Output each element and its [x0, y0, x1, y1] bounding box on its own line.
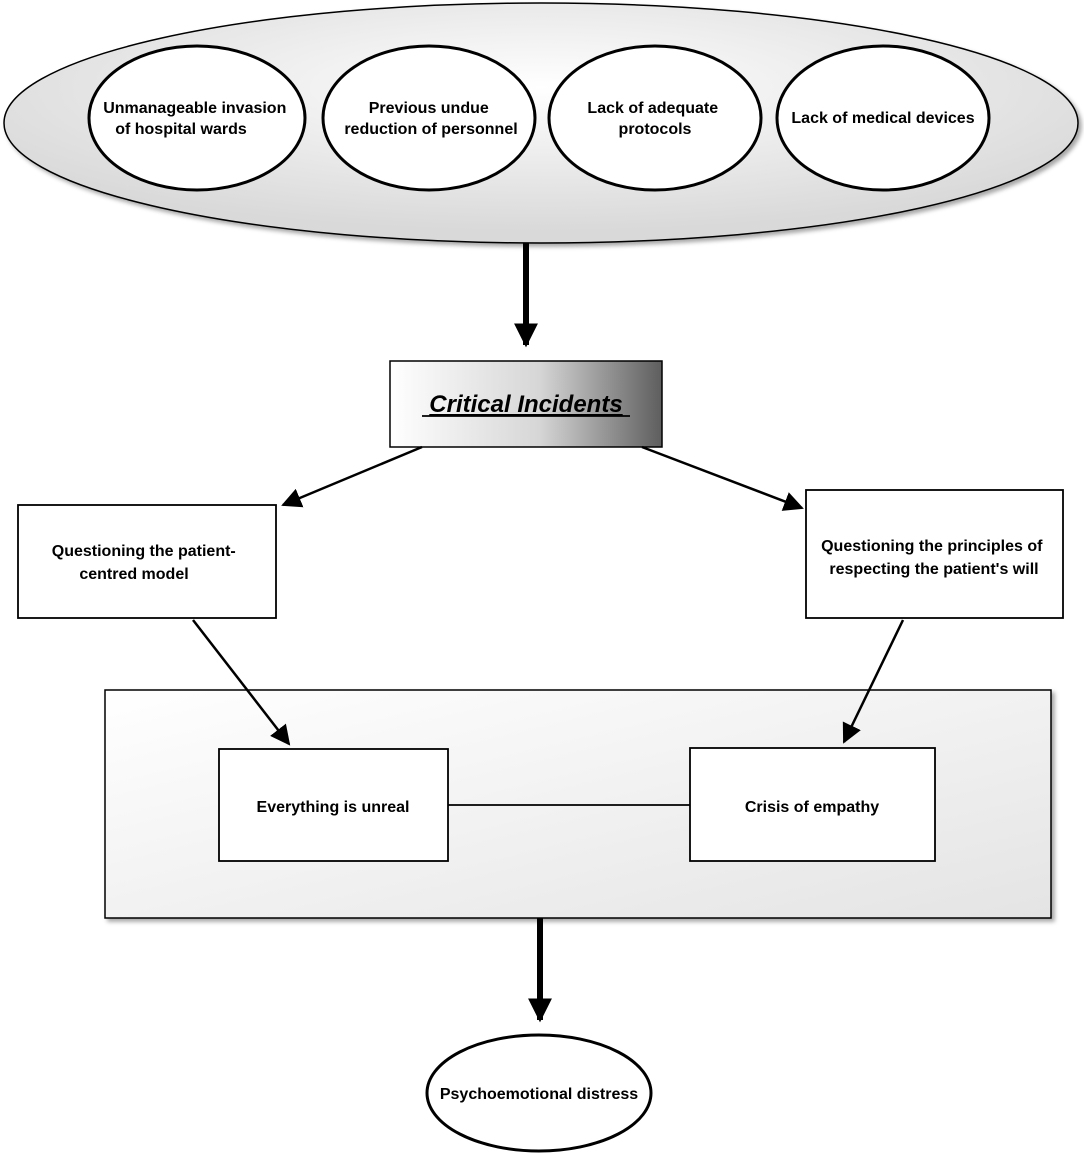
cause-node-1: Unmanageable invasion of hospital wards — [87, 44, 307, 192]
arrow-critical-to-right — [641, 445, 804, 511]
svg-text:Lack of medical devices: Lack of medical devices — [791, 110, 974, 127]
cause-1-line-2: of hospital wards — [115, 121, 247, 138]
critical-incidents-node: Critical Incidents — [389, 360, 663, 448]
cause-node-2: Previous undue reduction of personnel — [321, 44, 537, 192]
psychoemotional-distress-node: Psychoemotional distress — [425, 1033, 653, 1153]
cause-4-line-1: Lack of medical devices — [791, 110, 974, 127]
questioning-patient-centred-node: Questioning the patient- centred model — [17, 504, 277, 619]
questioning-right-line-1: Questioning the principles of — [821, 538, 1043, 555]
svg-text:Unmanageable invasion of: Unmanageable invasion of hospital wards — [103, 100, 291, 138]
everything-unreal-node: Everything is unreal — [218, 748, 449, 862]
svg-text:Lack of adequate protoco: Lack of adequate protocols — [587, 100, 722, 138]
arrow-critical-to-left — [281, 445, 423, 508]
causes-container-ellipse — [3, 2, 1079, 244]
psychoemotional-distress-label: Psychoemotional distress — [440, 1086, 638, 1103]
cause-2-line-1: Previous undue — [369, 100, 489, 117]
questioning-left-line-2: centred model — [79, 566, 188, 583]
arrow-right-to-empathy — [842, 619, 905, 744]
svg-text:Previous undue reduction: Previous undue reduction of personnel — [344, 100, 517, 138]
cause-2-line-2: reduction of personnel — [344, 121, 517, 138]
questioning-left-line-1: Questioning the patient- — [52, 543, 236, 560]
questioning-right-line-2: respecting the patient's will — [829, 561, 1038, 578]
questioning-patients-will-node: Questioning the principles of respecting… — [805, 489, 1064, 619]
cause-3-line-2: protocols — [619, 121, 692, 138]
everything-unreal-label: Everything is unreal — [257, 799, 410, 816]
svg-text:Questioning the principles of: Questioning the principles of respecting… — [821, 538, 1047, 578]
arrow-left-to-unreal — [192, 619, 291, 746]
cause-3-line-1: Lack of adequate — [587, 100, 718, 117]
cause-node-3: Lack of adequate protocols — [547, 44, 763, 192]
crisis-of-empathy-node: Crisis of empathy — [689, 747, 936, 862]
cause-node-4: Lack of medical devices — [775, 44, 991, 192]
svg-text:Questioning the patient-: Questioning the patient- centred model — [52, 543, 240, 583]
critical-incidents-label: Critical Incidents — [429, 391, 622, 418]
cause-1-line-1: Unmanageable invasion — [103, 100, 286, 117]
crisis-of-empathy-label: Crisis of empathy — [745, 799, 879, 816]
